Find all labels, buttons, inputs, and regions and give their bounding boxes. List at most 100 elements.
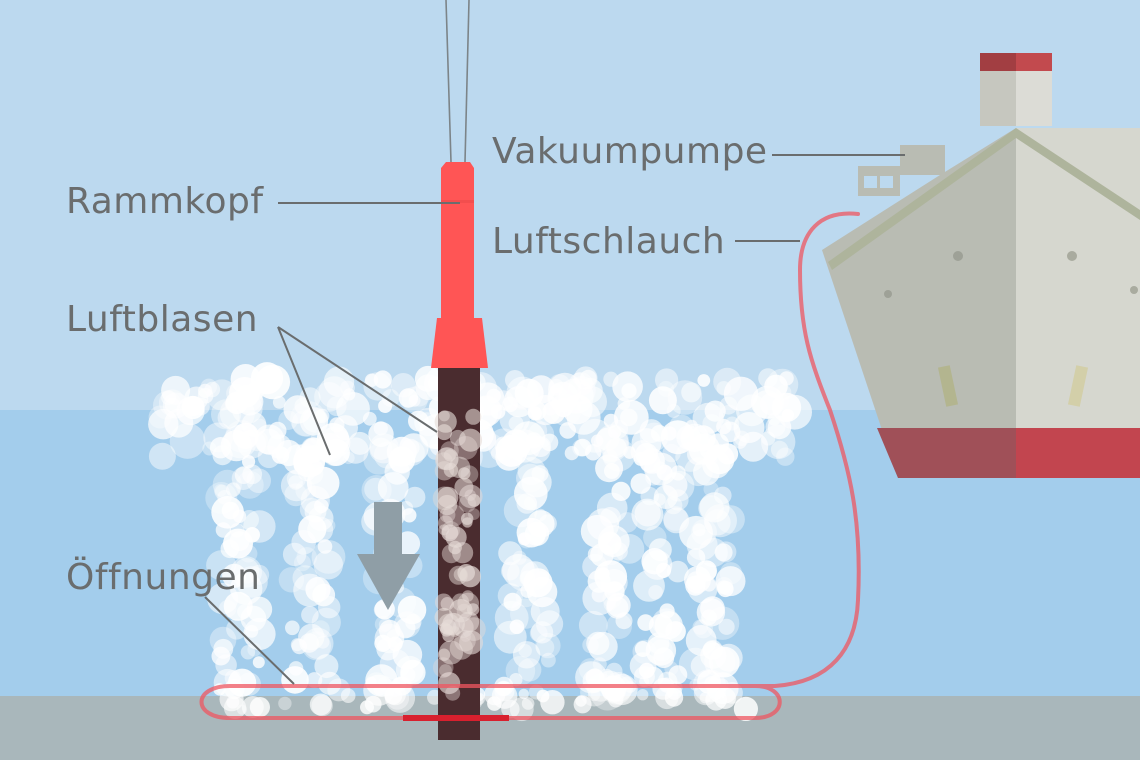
air-bubble	[362, 411, 377, 426]
air-bubble	[384, 686, 403, 705]
air-bubble	[306, 672, 323, 688]
air-bubble	[293, 554, 311, 572]
air-bubble	[301, 606, 319, 624]
air-bubble	[526, 576, 558, 608]
air-bubble	[648, 386, 677, 415]
leader-luftblasen-2	[277, 326, 438, 433]
air-bubble	[148, 442, 176, 470]
air-bubble	[518, 688, 529, 700]
air-bubble	[296, 547, 318, 568]
air-bubble	[573, 366, 598, 391]
air-bubble	[630, 473, 652, 494]
air-bubble	[226, 482, 241, 498]
air-bubble	[405, 613, 422, 631]
air-bubble	[686, 529, 718, 561]
air-bubble	[681, 382, 702, 403]
air-bubble	[484, 683, 506, 706]
crane-cable-right	[464, 0, 470, 163]
air-bubble	[316, 635, 330, 649]
air-bubble	[314, 654, 339, 679]
air-bubble	[716, 381, 732, 396]
air-bubble	[448, 540, 462, 555]
ship-porthole-3	[1067, 251, 1077, 261]
air-bubble	[281, 666, 309, 694]
air-bubble	[535, 632, 561, 659]
air-bubble	[518, 658, 542, 682]
air-bubble	[592, 657, 607, 672]
air-bubble	[374, 615, 392, 633]
air-bubble	[458, 495, 476, 513]
ship-waterline-stripe-light	[1016, 428, 1140, 478]
air-bubble	[704, 444, 735, 475]
air-bubble	[733, 696, 759, 722]
air-bubble	[299, 633, 320, 653]
ship-anchor-pipe-2	[1067, 365, 1089, 407]
air-bubble	[440, 623, 454, 637]
label-ramming-head: Rammkopf	[66, 181, 264, 222]
air-bubble	[752, 390, 782, 419]
air-bubble	[718, 618, 735, 635]
air-bubble	[458, 428, 483, 452]
air-bubble	[714, 687, 736, 709]
air-bubble	[521, 697, 535, 710]
air-bubble	[369, 437, 393, 460]
air-bubble	[378, 618, 393, 632]
air-bubble	[660, 420, 695, 455]
air-bubble	[664, 496, 683, 515]
air-bubble	[221, 501, 240, 520]
ship-hull-light	[1016, 128, 1140, 478]
air-bubble	[499, 404, 530, 435]
ship-window-2	[880, 176, 893, 188]
air-bubble	[655, 368, 679, 392]
air-bubble	[439, 640, 463, 665]
air-bubble	[701, 609, 717, 626]
air-bubble	[414, 365, 441, 392]
air-bubble	[653, 493, 666, 506]
air-bubble	[229, 377, 261, 408]
air-bubble	[278, 696, 292, 711]
air-bubble	[305, 576, 331, 603]
air-bubble	[229, 531, 250, 551]
air-bubble	[541, 652, 556, 668]
air-bubble	[776, 447, 795, 466]
air-bubble	[529, 624, 548, 642]
air-bubble	[714, 486, 732, 505]
air-bubble	[637, 614, 654, 631]
air-bubble	[659, 603, 675, 619]
air-bubble	[398, 388, 419, 408]
air-bubble	[596, 492, 628, 524]
crane-cable-left	[445, 0, 452, 163]
air-bubble	[645, 635, 677, 666]
air-bubble	[719, 562, 743, 585]
ship-deckhouse	[900, 145, 945, 175]
air-bubble	[639, 662, 655, 679]
ship-window-1	[864, 176, 877, 188]
seabed	[0, 696, 1140, 760]
air-bubble	[519, 570, 536, 587]
air-bubble	[653, 461, 667, 475]
air-bubble	[596, 424, 629, 457]
air-bubble	[651, 652, 665, 666]
air-bubble	[596, 427, 620, 451]
air-bubble	[435, 447, 459, 471]
air-bubble	[652, 608, 681, 637]
air-bubble	[197, 387, 214, 404]
air-bubble	[200, 378, 217, 395]
air-bubble	[512, 641, 541, 669]
air-bubble	[501, 429, 532, 460]
air-bubble	[454, 477, 474, 497]
air-bubble	[360, 700, 374, 715]
air-bubble	[516, 493, 538, 514]
ship-porthole-2	[953, 251, 963, 261]
air-bubble	[252, 418, 267, 434]
ship-funnel-top-shade	[980, 53, 1016, 71]
air-bubble	[591, 587, 607, 603]
air-bubble	[597, 525, 630, 558]
air-bubble	[509, 619, 525, 635]
air-bubble	[309, 693, 332, 716]
air-bubble	[540, 690, 565, 715]
air-bubble	[723, 376, 759, 411]
air-bubble	[242, 464, 263, 485]
air-bubble	[637, 689, 649, 701]
air-bubble	[438, 672, 461, 695]
